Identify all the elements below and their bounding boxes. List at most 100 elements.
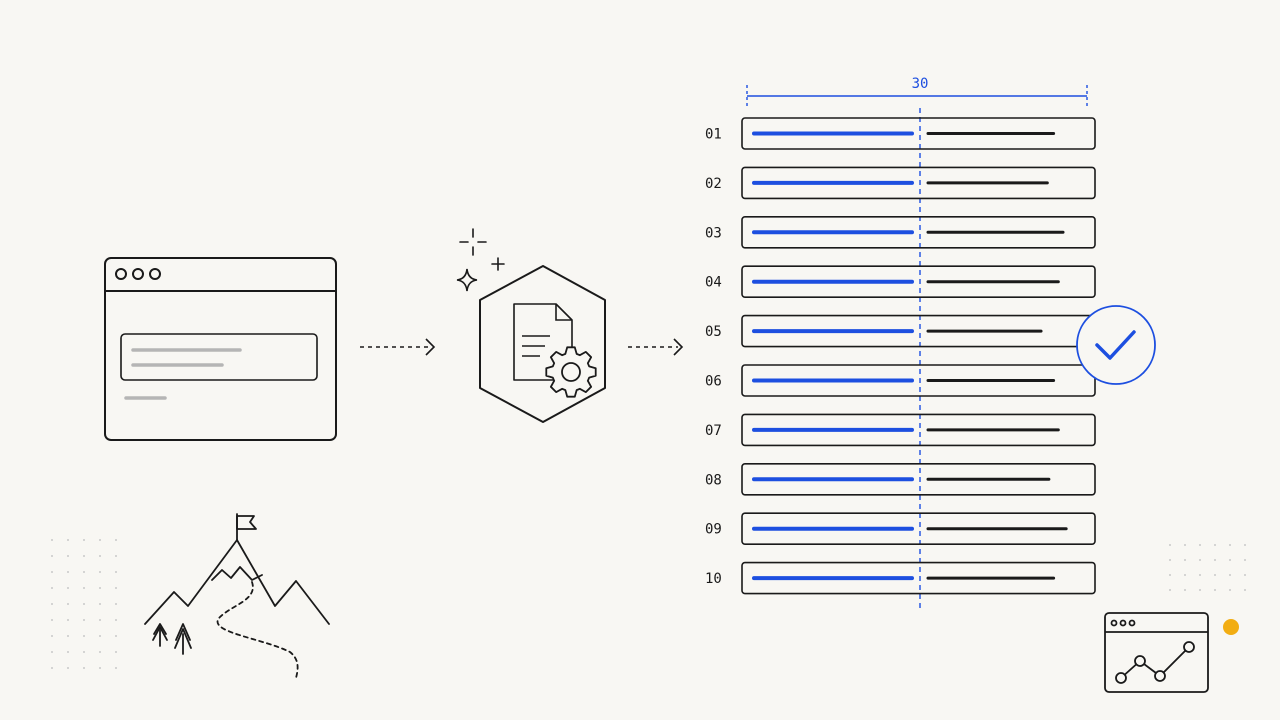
dot — [51, 619, 53, 621]
dot — [115, 667, 117, 669]
dot — [1214, 589, 1216, 591]
dot — [1184, 589, 1186, 591]
dot — [51, 603, 53, 605]
dot — [115, 603, 117, 605]
dot — [67, 635, 69, 637]
token-row: 09 — [705, 512, 1096, 546]
token-row: 05 — [705, 314, 1096, 348]
row-box — [741, 265, 1096, 299]
dot — [67, 555, 69, 557]
browser-chart-icon — [1104, 612, 1209, 693]
dot — [1214, 544, 1216, 546]
document-gear-icon — [479, 265, 606, 423]
dot — [67, 539, 69, 541]
row-index-label: 04 — [705, 275, 722, 291]
dot — [83, 651, 85, 653]
dot — [99, 635, 101, 637]
dot — [83, 587, 85, 589]
row-index-label: 08 — [705, 472, 722, 488]
dot — [51, 635, 53, 637]
dot — [67, 651, 69, 653]
row-index-label: 05 — [705, 324, 722, 340]
row-index-label: 09 — [705, 522, 722, 538]
dot — [1199, 574, 1201, 576]
dot — [99, 587, 101, 589]
dot — [1244, 589, 1246, 591]
dot — [115, 539, 117, 541]
dot — [1199, 559, 1201, 561]
row-index-label: 07 — [705, 423, 722, 439]
dot — [115, 651, 117, 653]
token-row: 10 — [705, 561, 1096, 595]
dot — [83, 603, 85, 605]
gear-icon — [545, 346, 597, 398]
dot — [99, 667, 101, 669]
dot — [67, 603, 69, 605]
dot — [1184, 574, 1186, 576]
dot — [1229, 544, 1231, 546]
dot — [51, 667, 53, 669]
mountain-flag-icon — [144, 513, 330, 679]
arrow-right-icon — [360, 338, 436, 356]
dot — [51, 571, 53, 573]
dot-grid-left — [51, 539, 117, 669]
dot — [67, 619, 69, 621]
dot — [1169, 589, 1171, 591]
row-box — [741, 512, 1096, 546]
dot — [67, 571, 69, 573]
dot — [99, 603, 101, 605]
token-row: 02 — [705, 166, 1096, 200]
row-index-label: 02 — [705, 176, 722, 192]
dot — [1244, 544, 1246, 546]
dot — [115, 555, 117, 557]
dot — [1244, 574, 1246, 576]
dot — [51, 587, 53, 589]
dot — [99, 539, 101, 541]
dot — [1169, 559, 1171, 561]
dot — [83, 619, 85, 621]
row-box — [741, 117, 1096, 150]
dot — [51, 539, 53, 541]
token-row: 01 — [705, 117, 1096, 150]
row-box — [741, 561, 1096, 595]
dot — [51, 555, 53, 557]
token-row: 08 — [705, 462, 1096, 496]
dot — [99, 651, 101, 653]
dot-grid-right — [1169, 544, 1246, 591]
dimension-marker — [746, 85, 1088, 610]
row-index-label: 03 — [705, 225, 722, 241]
dot — [1229, 589, 1231, 591]
dot — [1244, 559, 1246, 561]
row-index-label: 01 — [705, 127, 722, 143]
dot — [1169, 544, 1171, 546]
dot — [83, 555, 85, 557]
token-row: 07 — [705, 413, 1096, 447]
dot — [1199, 544, 1201, 546]
token-rows: 01 02 03 04 05 06 07 08 09 10 — [705, 117, 1096, 595]
dot — [1184, 544, 1186, 546]
row-box — [741, 462, 1096, 496]
row-box — [741, 166, 1096, 200]
token-row: 04 — [705, 265, 1096, 299]
dot — [1229, 574, 1231, 576]
row-box — [741, 413, 1096, 447]
dot — [115, 587, 117, 589]
dot — [1214, 559, 1216, 561]
dot — [115, 619, 117, 621]
dot — [1214, 574, 1216, 576]
dot — [83, 571, 85, 573]
row-box — [741, 364, 1096, 397]
token-row: 03 — [705, 216, 1096, 249]
token-row: 06 — [705, 364, 1096, 397]
dot — [83, 635, 85, 637]
row-index-label: 10 — [705, 571, 722, 587]
gear-hub — [561, 362, 581, 382]
dot — [1199, 589, 1201, 591]
browser-window-icon — [104, 257, 337, 441]
dot — [99, 619, 101, 621]
dot — [99, 571, 101, 573]
dot — [1184, 559, 1186, 561]
row-box — [741, 216, 1096, 249]
dot — [83, 539, 85, 541]
